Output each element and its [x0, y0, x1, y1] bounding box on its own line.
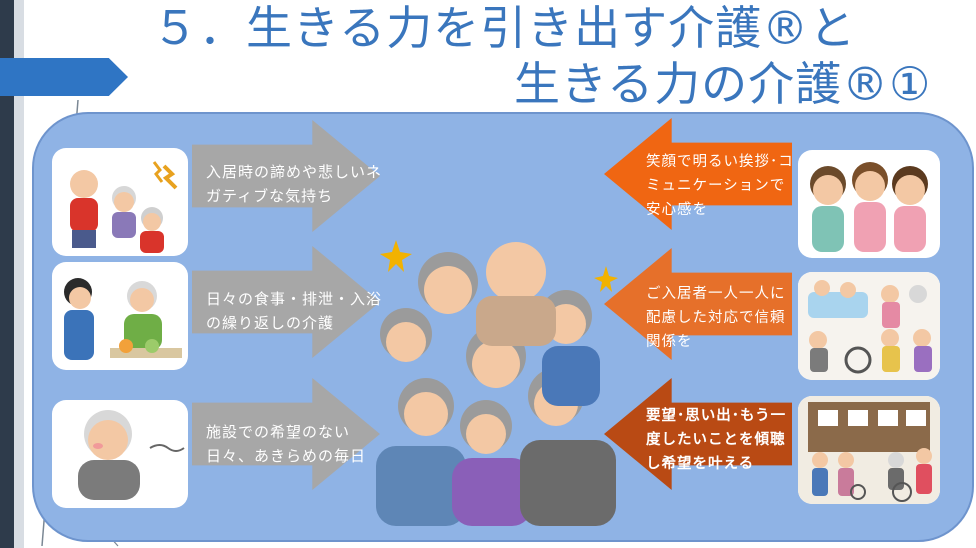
happy-elderly-group-illustration [356, 226, 626, 526]
left-label-1: 入居時の諦めや悲しいネガティブな気持ち [206, 163, 383, 205]
left-label-2: 日々の食事・排泄・入浴の繰り返しの介護 [206, 290, 383, 332]
slide-title-line-1: ５．生きる力を引き出す介護®と [152, 1, 857, 55]
left-label-3: 施設での希望のない日々、あきらめの毎日 [206, 423, 367, 465]
smiling-caregivers-illustration [798, 150, 940, 258]
slide-title-line-2: 生きる力の介護®① [514, 57, 932, 111]
left-edge-strip [14, 0, 24, 548]
right-label-3: 要望･思い出･もう一度したいことを傾聴し希望を叶える [646, 408, 787, 472]
outing-elderly-illustration [798, 396, 940, 504]
sighing-elderly-illustration [52, 400, 188, 508]
right-label-1: 笑顔で明るい挨拶･コミュニケーションで安心感を [646, 154, 794, 218]
left-edge-bar [0, 0, 14, 548]
section-marker-tab [0, 58, 128, 96]
right-label-2: ご入居者一人一人に配慮した対応で信頼関係を [646, 286, 786, 350]
meal-assistance-illustration [52, 262, 188, 370]
distressed-elderly-illustration [52, 148, 188, 256]
care-activities-illustration [798, 272, 940, 380]
